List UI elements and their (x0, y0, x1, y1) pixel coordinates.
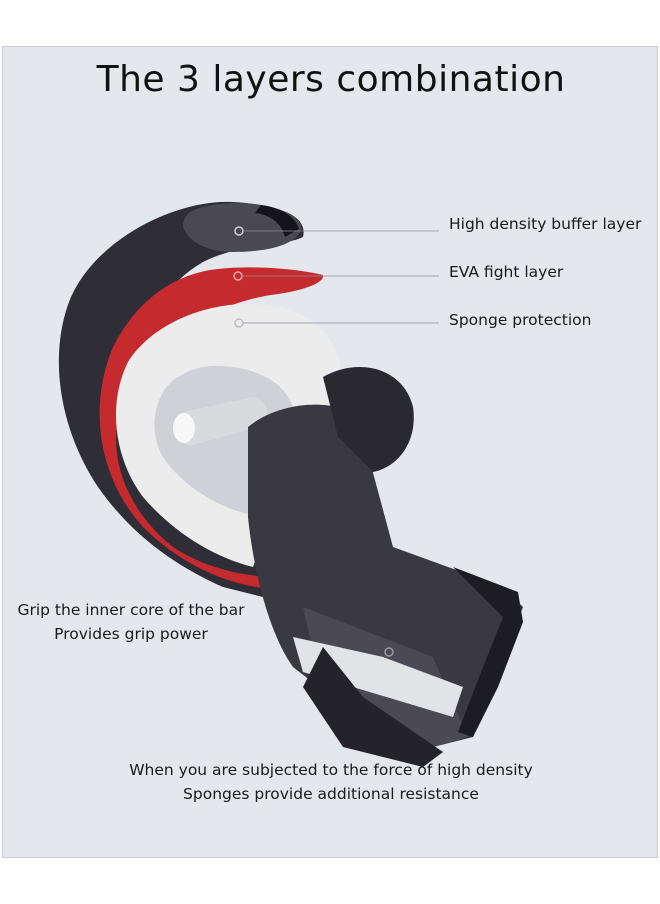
grip-bar (174, 397, 268, 446)
grip-caption-line-1: Grip the inner core of the bar (17, 601, 245, 619)
glove-outer-stripe (255, 205, 299, 237)
label-eva-fight-layer: EVA fight layer (449, 263, 564, 281)
cuff-strap (303, 647, 443, 767)
grip-bar-end (173, 413, 195, 443)
boxing-glove-cutaway-illustration (58, 201, 523, 767)
grip-caption-line-2: Provides grip power (54, 625, 208, 643)
product-panel: The 3 layers combination High density bu… (2, 46, 658, 858)
leader-dot-cuff-sponge (384, 647, 394, 657)
cuff-dark-edge (453, 567, 523, 737)
label-high-density-buffer-layer: High density buffer layer (449, 215, 642, 233)
glove-thumb (323, 367, 414, 472)
glove-outer-shell (58, 201, 323, 608)
page-title: The 3 layers combination (96, 59, 566, 100)
label-sponge-protection: Sponge protection (449, 311, 592, 329)
cuff-sponge-insert (293, 637, 463, 717)
sponge-caption-line-2: Sponges provide additional resistance (183, 785, 479, 803)
sponge-caption-line-1: When you are subjected to the force of h… (129, 761, 533, 779)
